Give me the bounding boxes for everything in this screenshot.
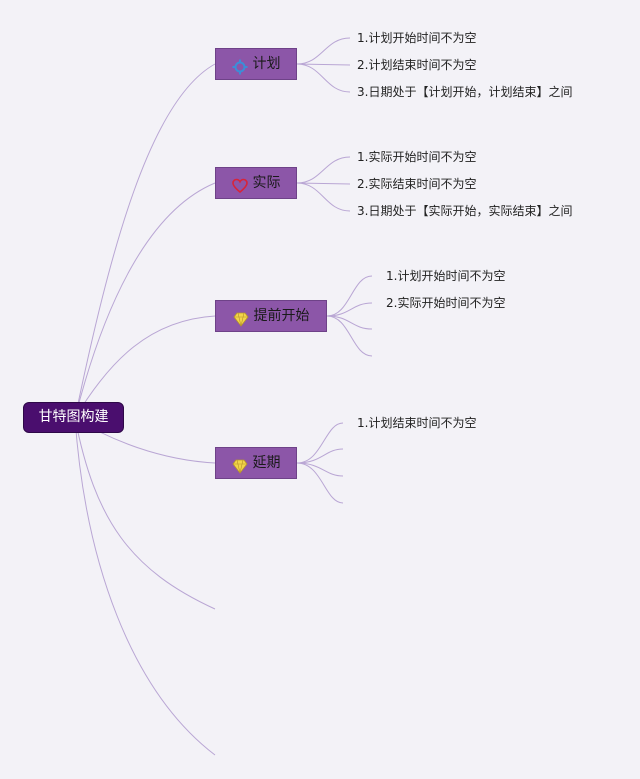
branch-label: 实际 (252, 175, 281, 191)
heart-icon (231, 175, 248, 194)
connector-plan-3 (296, 63, 351, 93)
connector-plan-1 (296, 37, 351, 65)
leaf-item[interactable]: 2.实际结束时间不为空 (357, 177, 477, 191)
connector-root-plan (74, 63, 216, 419)
diamond-icon (231, 455, 248, 474)
branch-node-actual[interactable]: 实际 (215, 167, 297, 199)
connector-root-empty-1 (74, 417, 216, 610)
branch-label: 延期 (252, 455, 281, 471)
connector-delay-3 (296, 462, 344, 477)
connector-actual-3 (296, 182, 351, 212)
leaf-item[interactable]: 2.计划结束时间不为空 (357, 58, 477, 72)
connector-early-3 (326, 315, 373, 330)
connector-delay-1 (296, 422, 344, 464)
leaf-item[interactable]: 1.计划结束时间不为空 (357, 416, 477, 430)
connector-delay-2 (296, 448, 344, 464)
branch-label: 提前开始 (253, 308, 310, 324)
connector-actual-2 (296, 182, 351, 185)
branch-node-delay[interactable]: 延期 (215, 447, 297, 479)
connector-root-actual (74, 182, 216, 419)
leaf-item[interactable]: 2.实际开始时间不为空 (386, 296, 506, 310)
branch-node-plan[interactable]: 计划 (215, 48, 297, 80)
branch-label: 计划 (252, 56, 281, 72)
root-node[interactable]: 甘特图构建 (23, 402, 124, 433)
branch-node-early-start[interactable]: 提前开始 (215, 300, 327, 332)
connector-plan-2 (296, 63, 351, 66)
leaf-item[interactable]: 3.日期处于【实际开始，实际结束】之间 (357, 204, 573, 218)
leaf-item[interactable]: 1.实际开始时间不为空 (357, 150, 477, 164)
leaf-item[interactable]: 1.计划开始时间不为空 (357, 31, 477, 45)
connector-early-4 (326, 315, 373, 357)
connector-delay-4 (296, 462, 344, 504)
connector-actual-1 (296, 156, 351, 184)
connector-root-empty-2 (74, 417, 216, 756)
gear-icon (232, 56, 248, 75)
connector-early-1 (326, 275, 373, 317)
connector-root-early-start (74, 315, 216, 419)
diamond-icon (232, 308, 249, 327)
leaf-item[interactable]: 1.计划开始时间不为空 (386, 269, 506, 283)
leaf-item[interactable]: 3.日期处于【计划开始，计划结束】之间 (357, 85, 573, 99)
connector-early-2 (326, 302, 373, 317)
